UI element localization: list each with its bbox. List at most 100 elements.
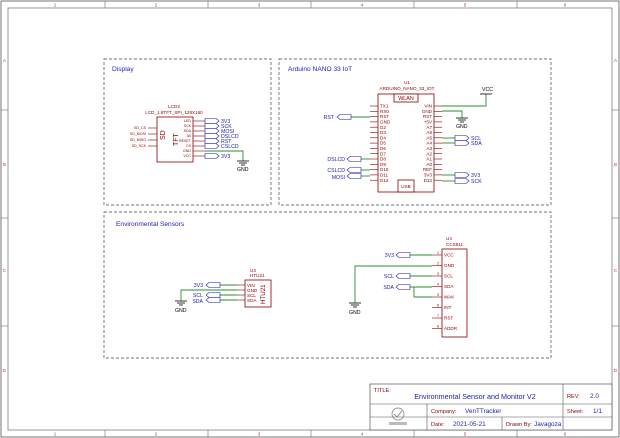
lcd-pin-sck: SCK xyxy=(184,124,192,128)
arduino-right-pin-vin: VIN xyxy=(424,104,432,109)
arduino-right-pin-a4: A4 xyxy=(426,141,432,146)
lcd-part: LCD_1.8TFT_SPI_128X160 xyxy=(145,110,203,115)
row-b-right: B xyxy=(614,162,617,167)
htu21-ref: U3 xyxy=(250,268,256,273)
arduino-part: ARDUINO_NANO_33_IOT xyxy=(380,86,435,91)
lcd-net-3v3-top: 3V3 xyxy=(221,119,230,125)
arduino-left-pin-d4: D4 xyxy=(380,135,386,140)
arduino-body xyxy=(377,93,435,193)
arduino-net-scl: SCL xyxy=(471,136,481,142)
easyeda-logo-icon xyxy=(389,407,407,425)
lcd-net-rst: RST xyxy=(221,139,232,145)
lcd-pin-sda: SDA xyxy=(184,129,192,133)
arduino-vcc-label: VCC xyxy=(482,87,493,93)
arduino-ref: U1 xyxy=(404,80,410,85)
arduino-left-pin-d8: D8 xyxy=(380,157,386,162)
arduino-net-3v3: 3V3 xyxy=(471,173,480,179)
ccs811-pin-number: 7 xyxy=(437,314,439,318)
ccs811-pin-scl: SCL xyxy=(444,274,453,279)
arduino-right-pin-a2: A2 xyxy=(426,151,432,156)
col-5-bottom: 5 xyxy=(464,432,467,437)
ccs811-pin-number: 3 xyxy=(437,272,439,276)
ccs811-ref: U4 xyxy=(446,236,452,241)
arduino-left-nets: RST DSLCD CSLCD MOSI xyxy=(324,114,370,181)
ccs811-body xyxy=(441,248,468,338)
ccs811-pin-rst: RST xyxy=(444,316,453,321)
arduino-right-pin-d13: D13 xyxy=(424,178,433,183)
row-a-right: A xyxy=(614,58,617,63)
arduino-net-mosi: MOSI xyxy=(332,175,345,181)
arduino-net-sda: SDA xyxy=(471,141,482,147)
ccs811-nets: 3V3 GND SCL SDA xyxy=(349,252,432,316)
arduino-net-cslcd: CSLCD xyxy=(327,168,345,174)
drawn-by-value: Javagoza xyxy=(534,421,562,428)
lcd-ref: LCD2 xyxy=(168,104,180,109)
row-c-left: C xyxy=(3,268,7,273)
arduino-gnd-label: GND xyxy=(456,124,468,130)
ccs811-pin-number: 8 xyxy=(437,325,439,329)
arduino-right-pin-a1: A1 xyxy=(426,157,432,162)
ccs811-net-scl: SCL xyxy=(384,274,394,280)
sensors-section-title: Environmental Sensors xyxy=(116,221,185,228)
arduino-usb-box xyxy=(397,179,415,193)
htu21-pin-scl: SCL xyxy=(247,293,256,298)
htu21-net-sda: SDA xyxy=(192,299,203,305)
col-6-top: 6 xyxy=(564,3,567,8)
arduino-right-pin-a6: A6 xyxy=(426,130,432,135)
ccs811-pin-gnd: GND xyxy=(444,263,455,268)
lcd-pin-led: LED xyxy=(184,119,191,123)
lcd-net-mosi: MOSI xyxy=(221,129,234,135)
htu21-body-label: HTU21 xyxy=(260,284,267,304)
ccs811-pin-int: INT xyxy=(444,305,452,310)
arduino-net-dslcd: DSLCD xyxy=(327,157,345,163)
ccs811-pin-sda: SDA xyxy=(444,284,454,289)
arduino-left-pin-rx0: RX0 xyxy=(380,109,389,114)
arduino-right-pin-ref: REF xyxy=(423,167,432,172)
frame-row-letters: A B C D A B C D xyxy=(3,58,618,373)
ccs811-gnd-label: GND xyxy=(349,310,361,316)
lcd-pin-vcc: VCC xyxy=(183,154,191,158)
drawn-by-label: Drawn By: xyxy=(506,422,532,428)
lcd-sd-label: SD xyxy=(160,130,167,140)
arduino-component[interactable]: U1 ARDUINO_NANO_33_IOT WLAN USB TX1RX0RS… xyxy=(370,80,442,193)
lcd-pin-sd-miso: SD_MISO xyxy=(130,138,146,142)
arduino-left-pin-rst: RST xyxy=(380,114,389,119)
htu21-pin-sda: SDA xyxy=(247,298,257,303)
lcd-component[interactable]: LCD2 LCD_1.8TFT_SPI_128X160 SD TFT SD_CS… xyxy=(130,104,205,163)
htu21-component[interactable]: U3 HTU21 HTU21 VIN GND SCL SDA xyxy=(237,268,272,308)
arduino-gnd-symbol: GND xyxy=(442,110,468,130)
ccs811-pin-number: 5 xyxy=(437,293,439,297)
htu21-net-scl: SCL xyxy=(193,293,203,299)
arduino-left-pin-d11: D11 xyxy=(380,173,389,178)
sheet-value: 1/1 xyxy=(593,408,602,415)
lcd-pin-sd-sck: SD_SCK xyxy=(132,144,147,148)
arduino-section-box xyxy=(278,58,552,206)
htu21-net-3v3: 3V3 xyxy=(194,283,203,289)
lcd-gnd-symbol: GND xyxy=(205,150,249,173)
lcd-pin-cs: CS xyxy=(186,144,192,148)
lcd-pin-sd-cs: SD_CS xyxy=(134,126,147,130)
row-b-left: B xyxy=(3,162,6,167)
htu21-part: HTU21 xyxy=(250,273,265,278)
arduino-right-pin-5v: +5V xyxy=(424,120,433,125)
lcd-tft-label: TFT xyxy=(173,132,180,146)
arduino-right-pin-a0: A0 xyxy=(426,162,432,167)
display-section-title: Display xyxy=(112,66,134,73)
lcd-net-cslcd: CSLCD xyxy=(221,144,239,150)
row-a-left: A xyxy=(3,58,6,63)
arduino-left-pin-tx1: TX1 xyxy=(380,104,389,109)
htu21-nets: 3V3 GND SCL SDA xyxy=(175,282,237,314)
col-2-top: 2 xyxy=(155,3,158,8)
lcd-body xyxy=(156,116,194,163)
arduino-vcc-symbol: VCC xyxy=(442,87,493,107)
htu21-pin-gnd: GND xyxy=(247,288,258,293)
arduino-left-pin-d6: D6 xyxy=(380,146,386,151)
col-4-bottom: 4 xyxy=(361,432,364,437)
title-value: Environmental Sensor and Monitor V2 xyxy=(414,392,535,401)
